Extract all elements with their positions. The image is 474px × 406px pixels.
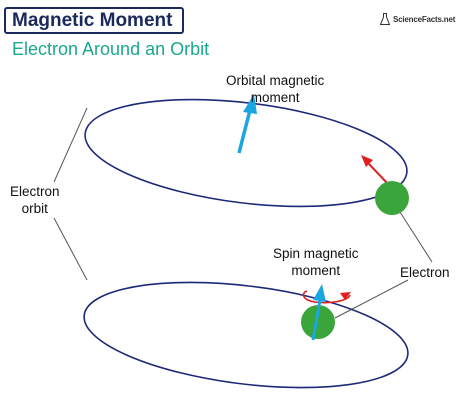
connector-line-electron-top [399,211,433,263]
electron-orbit-label: Electron orbit [10,183,60,217]
spin-moment-label: Spin magnetic moment [273,245,359,279]
electron-upper [375,181,409,215]
electron-motion-arrow [361,155,389,185]
electron-orbit-label-line1: Electron [10,184,60,199]
connector-line-electron-bottom [334,279,409,319]
spin-rotation-arrow [302,290,351,304]
electron-label: Electron [400,265,450,280]
orbital-moment-label: Orbital magnetic moment [226,72,324,106]
title-box: Magnetic Moment [4,7,184,34]
spin-moment-arrow [311,284,326,341]
electron-orbit-label-line2: orbit [21,201,48,216]
orbital-moment-label-line2: moment [250,90,300,105]
spin-moment-label-line1: Spin magnetic [273,246,359,261]
logo-text: ScienceFacts.net [393,14,456,24]
orbital-moment-label-line1: Orbital magnetic [226,73,325,88]
electron-lower [301,305,335,339]
page-title: Magnetic Moment [12,9,173,31]
lower-orbit [83,281,409,389]
orbital-moment-arrow [237,94,257,154]
page-subtitle: Electron Around an Orbit [12,39,210,59]
connector-line-bottom-left [53,217,88,281]
connector-line-top-left [53,107,88,183]
spin-moment-label-line2: moment [291,263,341,278]
logo: ScienceFacts.net [380,13,455,25]
flask-icon [380,13,390,25]
